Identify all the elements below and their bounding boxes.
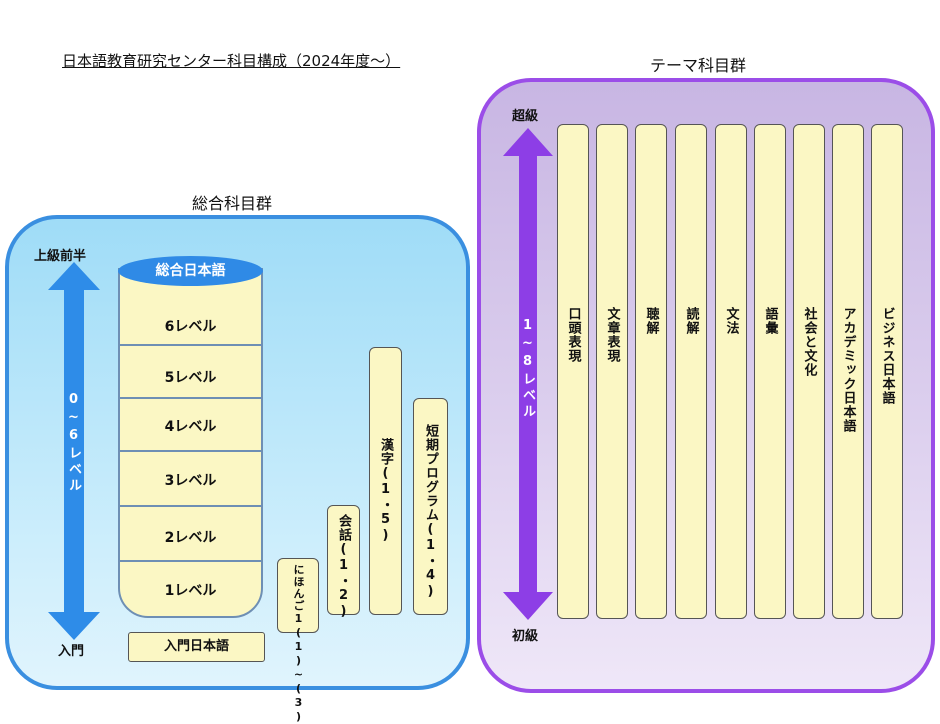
- level-divider: [120, 505, 261, 507]
- subject-bar-listening: 聴解: [635, 124, 667, 619]
- subject-label: 読解: [683, 307, 699, 335]
- theme-arrow-range: 1~8レベル: [520, 318, 535, 420]
- subject-bar-society-culture: 社会と文化: [793, 124, 825, 619]
- page-title: 日本語教育研究センター科目構成（2024年度～）: [62, 52, 401, 70]
- general-japanese-stack: [118, 268, 263, 618]
- short-program-label: 短期プログラム(1・4): [423, 424, 438, 600]
- nihongo1-bar: にほんご1(1)~(3): [277, 558, 319, 724]
- level-3-label: 3レベル: [164, 473, 217, 489]
- subject-bar-grammar: 文法: [715, 124, 747, 619]
- subject-bar-oral-expression: 口頭表現: [557, 124, 589, 619]
- subject-label: 口頭表現: [565, 307, 581, 363]
- theme-level-arrow: [503, 128, 553, 620]
- level-5-label: 5レベル: [164, 370, 217, 386]
- general-level-arrow: [48, 262, 100, 640]
- subject-label: ビジネス日本語: [879, 307, 895, 405]
- kanji-label: 漢字(1・5): [378, 438, 393, 544]
- level-divider: [120, 344, 261, 346]
- level-4-label: 4レベル: [164, 419, 217, 435]
- subject-label: 文法: [723, 307, 739, 335]
- subject-label: 文章表現: [604, 307, 620, 363]
- general-japanese-title: 総合日本語: [118, 256, 263, 286]
- kaiwa-bar: 会話(1・2): [327, 505, 360, 620]
- general-arrow-top-label: 上級前半: [34, 249, 87, 264]
- subject-label: アカデミック日本語: [840, 307, 856, 433]
- subject-bar-business-japanese: ビジネス日本語: [871, 124, 903, 619]
- kanji-bar: 漢字(1・5): [369, 347, 402, 615]
- subject-label: 語彙: [762, 307, 778, 335]
- theme-arrow-bottom-label: 初級: [512, 629, 539, 644]
- general-arrow-range: 0~6レベル: [66, 392, 81, 494]
- subject-bar-vocabulary: 語彙: [754, 124, 786, 619]
- level-1-label: 1レベル: [164, 583, 217, 599]
- subject-label: 社会と文化: [801, 307, 817, 377]
- level-2-label: 2レベル: [164, 530, 217, 546]
- kaiwa-label: 会話(1・2): [336, 514, 351, 620]
- general-group-title: 総合科目群: [192, 194, 273, 213]
- subject-bar-reading: 読解: [675, 124, 707, 619]
- subject-label: 聴解: [643, 307, 659, 335]
- subject-bar-writing: 文章表現: [596, 124, 628, 619]
- level-6-label: 6レベル: [164, 319, 217, 335]
- intro-japanese-box: 入門日本語: [128, 632, 265, 662]
- level-divider: [120, 560, 261, 562]
- theme-arrow-top-label: 超級: [512, 109, 539, 124]
- general-arrow-bottom-label: 入門: [58, 644, 85, 659]
- level-divider: [120, 450, 261, 452]
- subject-bar-academic-japanese: アカデミック日本語: [832, 124, 864, 619]
- level-divider: [120, 397, 261, 399]
- theme-group-title: テーマ科目群: [650, 56, 747, 75]
- short-program-bar: 短期プログラム(1・4): [413, 398, 448, 615]
- nihongo1-label: にほんご1(1)~(3): [292, 564, 305, 724]
